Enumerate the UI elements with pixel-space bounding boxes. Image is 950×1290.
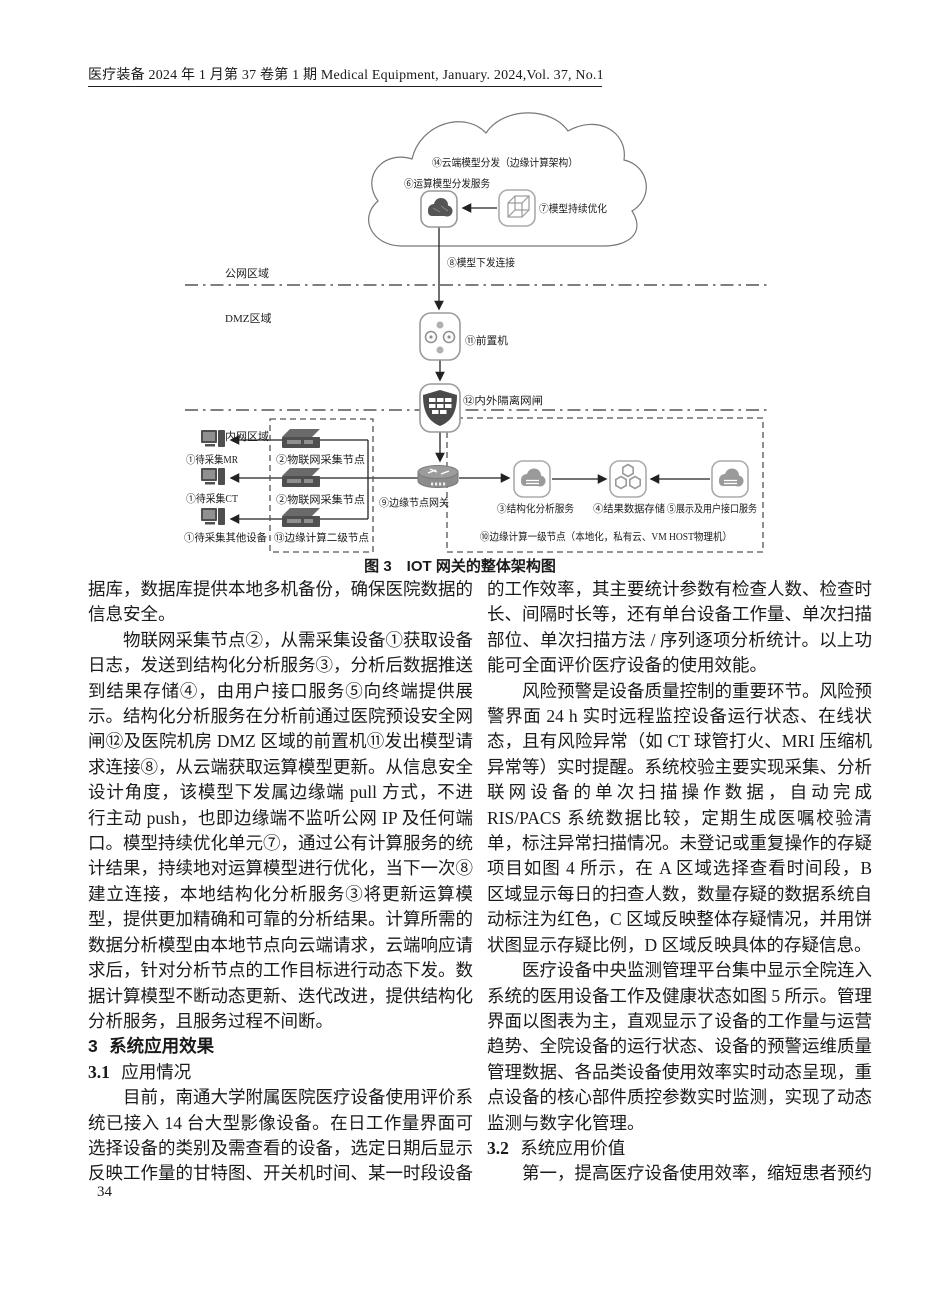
ui-service-label: ⑤展示及用户接口服务 (667, 502, 757, 515)
analysis-service-icon (513, 460, 551, 498)
figure-caption: 图 3 IOT 网关的整体架构图 (364, 558, 556, 575)
device-mr-label: ①待采集MR (186, 453, 238, 466)
front-machine-icon (419, 312, 461, 361)
device-ct-icon (201, 468, 225, 485)
paragraph: 据库，数据库提供本地多机备份，确保医院数据的信息安全。 (88, 579, 473, 625)
isolation-gate-label: ⑫内外隔离网闸 (463, 394, 543, 407)
edge-l2-dashed-box (269, 418, 374, 553)
article-right-column: 的工作效率，其主要统计参数有检查人数、检查时长、间隔时长等，还有单台设备工作量、… (487, 577, 872, 1187)
device-mr-icon (201, 430, 225, 447)
dist-service-label: ⑥运算模型分发服务 (404, 177, 490, 190)
iot-node-2-icon (282, 468, 320, 487)
paragraph: 的工作效率，其主要统计参数有检查人数、检查时长、间隔时长等，还有单台设备工作量、… (487, 579, 872, 676)
connector-lines (229, 203, 710, 524)
edge-l2-node-label: ⑬边缘计算二级节点 (274, 531, 369, 544)
result-storage-label: ④结果数据存储 (593, 502, 665, 515)
header-rule (88, 86, 602, 88)
edge-l1-node-label: ⑩边缘计算一级节点（本地化，私有云、VM HOST物理机） (480, 530, 732, 543)
paragraph: 第一，提高医疗设备使用效率，缩短患者预约 (522, 1163, 872, 1184)
zone-intranet-label: 内网区域 (225, 429, 269, 443)
figure-architecture-diagram: ⑭云端模型分发（边缘计算架构） ⑥运算模型分发服务 ⑦模型持续优化 ⑧模型下发连… (184, 112, 770, 553)
edge-l2-node-icon (282, 508, 320, 527)
iot-node-1-label: ②物联网采集节点 (276, 453, 365, 466)
ui-service-icon (711, 460, 749, 498)
cloud-title-label: ⑭云端模型分发（边缘计算架构） (432, 156, 578, 169)
zone-divider-lines (185, 284, 770, 411)
result-storage-icon (609, 460, 647, 498)
journal-header: 医疗装备 2024 年 1 月第 37 卷第 1 期 Medical Equip… (88, 68, 604, 83)
paragraph: 物联网采集节点②，从需采集设备①获取设备日志，发送到结构化分析服务③，分析后数据… (88, 629, 473, 1031)
article-left-column: 据库，数据库提供本地多机备份，确保医院数据的信息安全。 物联网采集节点②，从需采… (88, 577, 473, 1187)
model-link-label: ⑧模型下发连接 (447, 256, 515, 269)
edge-gateway-router-icon (417, 465, 459, 488)
paragraph: 医疗设备中央监测管理平台集中显示全院连入系统的医用设备工作及健康状态如图 5 所… (487, 960, 872, 1133)
iot-node-2-label: ②物联网采集节点 (276, 493, 365, 506)
paragraph: 风险预警是设备质量控制的重要环节。风险预警界面 24 h 实时远程监控设备运行状… (487, 680, 872, 955)
device-other-icon (201, 508, 225, 525)
device-ct-label: ①待采集CT (186, 492, 239, 505)
edge-gateway-label: ⑨边缘节点网关 (379, 496, 449, 509)
model-optimization-icon (498, 189, 536, 227)
zone-public-label: 公网区域 (225, 267, 269, 280)
analysis-service-label: ③结构化分析服务 (497, 502, 574, 515)
model-distribution-service-icon (420, 190, 458, 228)
isolation-gate-shield-icon (419, 383, 461, 433)
device-other-label: ①待采集其他设备 (184, 531, 267, 544)
paragraph: 目前，南通大学附属医院医疗设备使用评价系统已接入 14 台大型影像设备。在日工作… (88, 1087, 473, 1184)
front-machine-label: ⑪前置机 (465, 334, 509, 347)
iot-node-1-icon (282, 429, 320, 448)
model-opt-label: ⑦模型持续优化 (539, 202, 607, 215)
zone-dmz-label: DMZ区域 (225, 312, 271, 325)
page-number: 34 (97, 1184, 112, 1200)
